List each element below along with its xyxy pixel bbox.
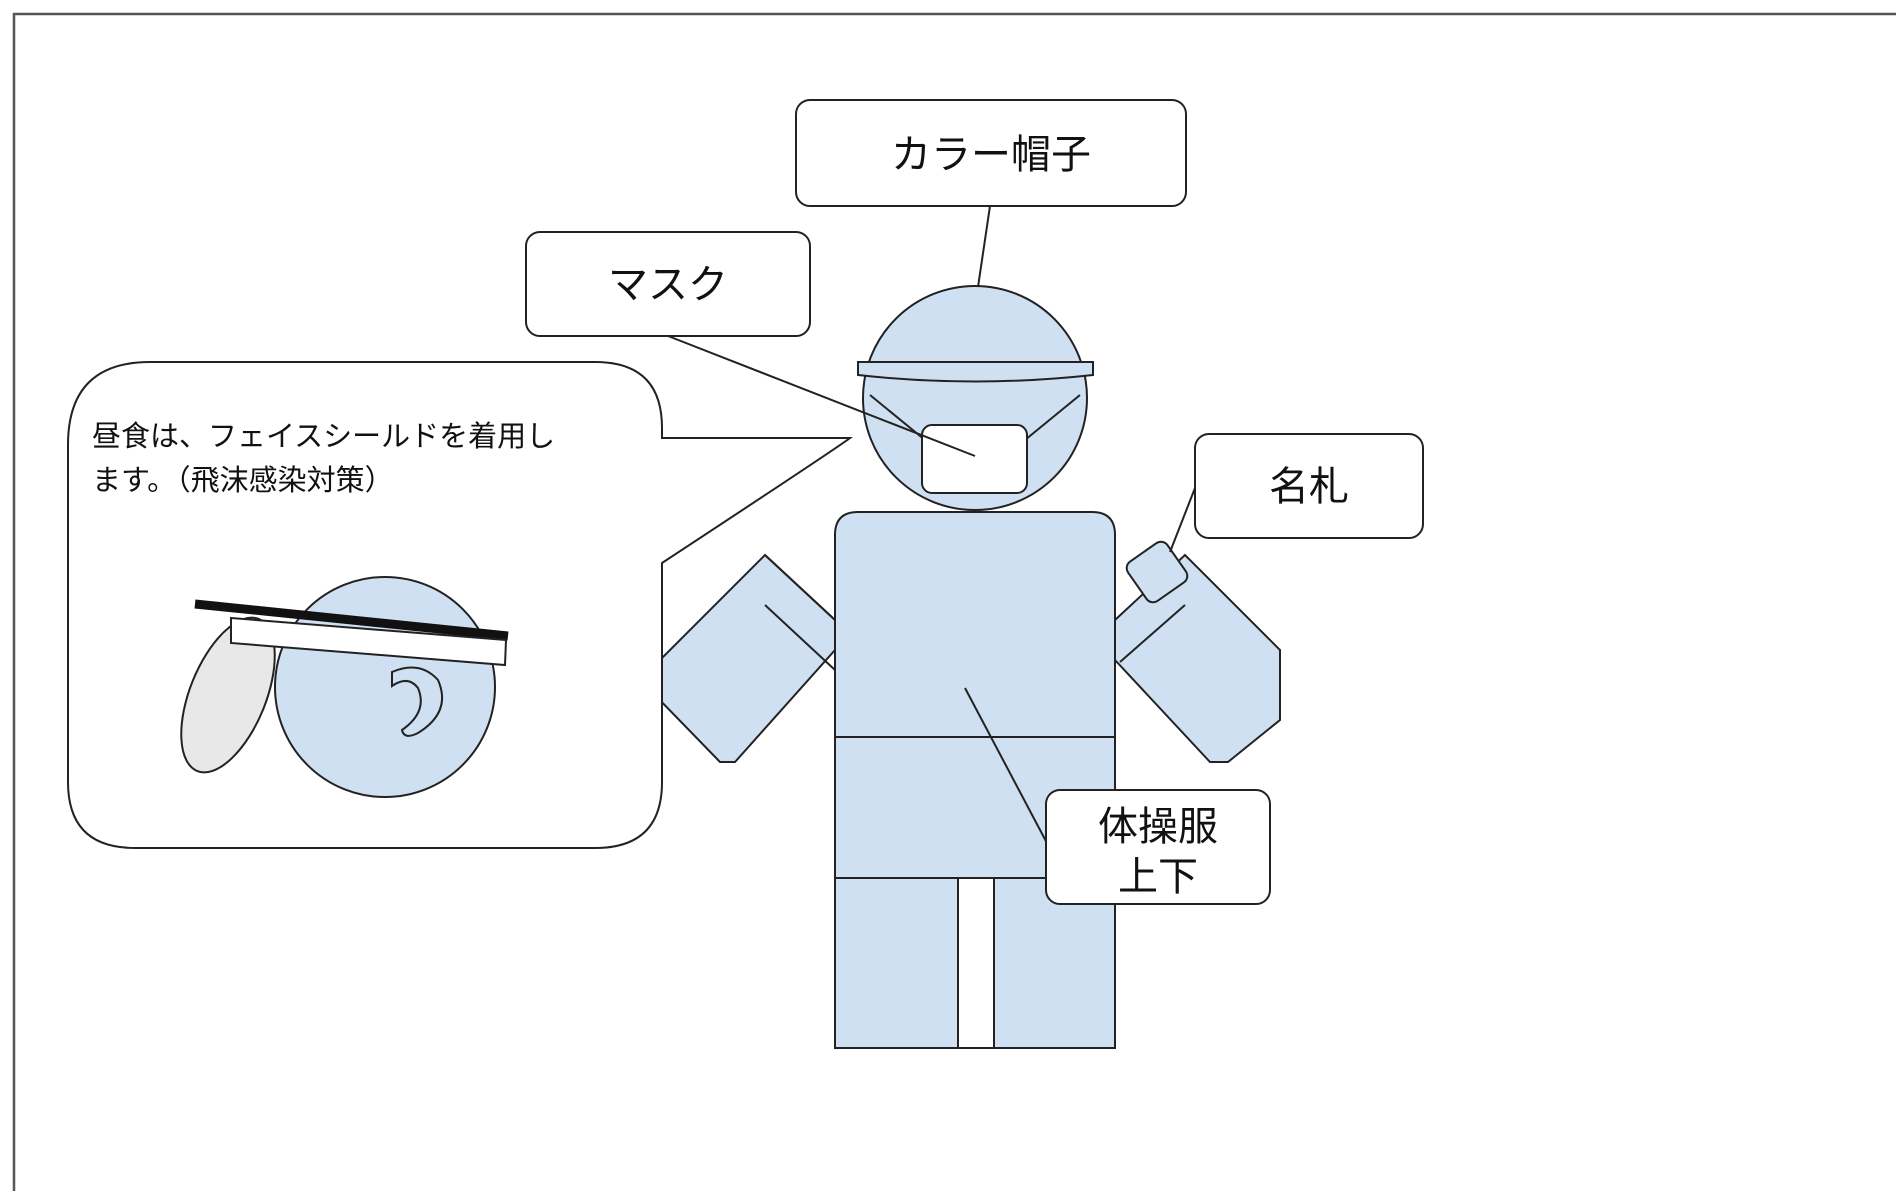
callout-line-1: 昼食は、フェイスシールドを着用し [92,419,555,453]
label-color-hat: カラー帽子 [795,99,1187,288]
leader-mask [667,335,976,457]
label-text-gym-clothes-2: 上下 [1118,854,1198,900]
label-box-mask [525,231,811,337]
right-arm [1114,553,1281,763]
shield-band [230,616,508,667]
leader-name-tag [1169,487,1196,553]
pants-stripe [957,877,995,1049]
ear [391,666,443,737]
label-box-gym-clothes [1045,789,1271,905]
label-name-tag: 名札 [1169,433,1424,553]
mask-strap-right [1024,394,1081,441]
label-text-gym-clothes-1: 体操服 [1098,804,1218,850]
torso [834,511,1116,879]
figure [649,285,1281,1049]
label-box-color-hat [795,99,1187,207]
label-gym-clothes: 体操服 上下 [964,687,1271,905]
leader-color-hat [977,205,991,288]
shield-head [274,576,496,798]
left-arm [649,553,836,763]
shield-top-strip [194,599,509,641]
callout-line-2: ます。（飛沫感染対策） [92,463,394,497]
label-text-color-hat: カラー帽子 [891,132,1091,178]
face-shield-illustration [180,576,509,798]
head [862,285,1088,511]
label-box-name-tag [1194,433,1424,539]
label-text-mask: マスク [608,262,728,308]
hat-band [857,361,1094,383]
mask [921,424,1028,494]
label-mask: マスク [525,231,976,457]
label-text-name-tag: 名札 [1269,464,1349,510]
leader-gym-clothes [964,687,1049,846]
name-tag-patch [1125,540,1189,604]
shield-visor [180,616,276,774]
